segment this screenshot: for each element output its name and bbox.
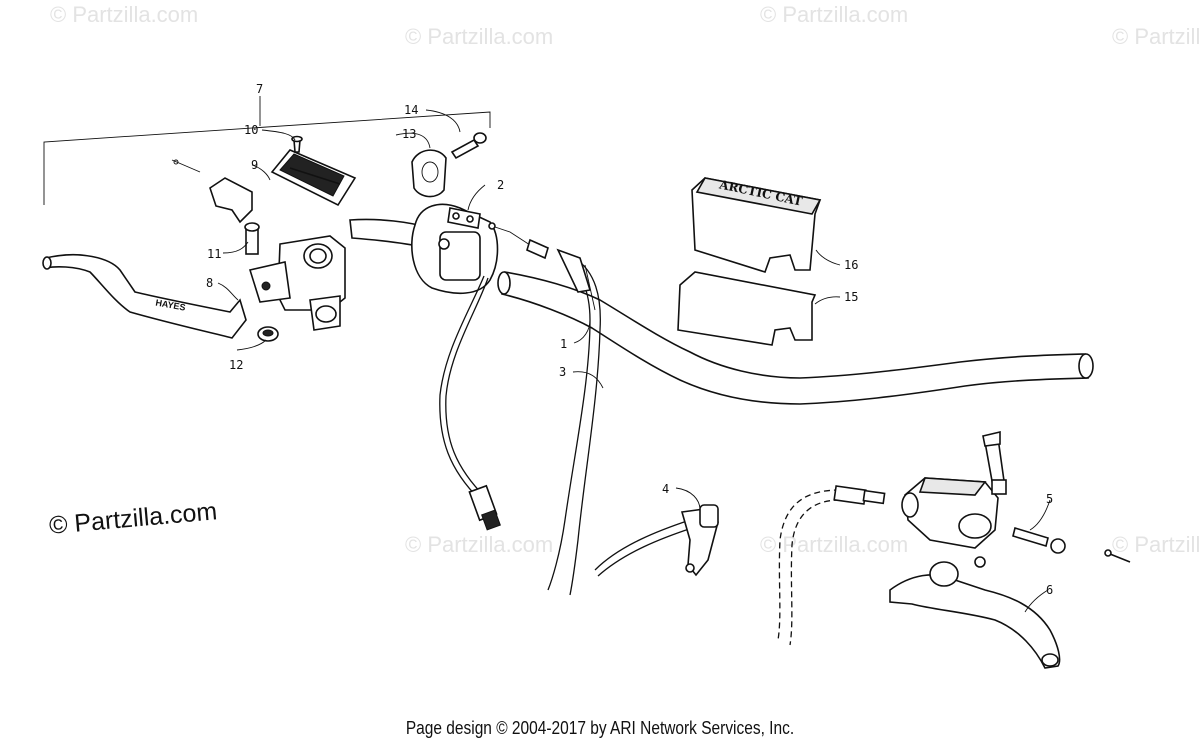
watermark: © Partzilla.com — [1112, 532, 1200, 557]
watermark: © Partzilla.com — [50, 2, 199, 27]
watermark: © Partzilla.com — [1112, 24, 1200, 49]
bolt-11 — [244, 222, 260, 255]
callout-10: 10 — [244, 123, 258, 137]
copyright-footer: Page design © 2004-2017 by ARI Network S… — [405, 718, 795, 738]
watermark: © Partzilla.com — [760, 532, 909, 557]
throttle-cable — [439, 222, 549, 531]
bolt-14 — [450, 132, 487, 160]
callout-9: 9 — [251, 158, 258, 172]
handlebar-pad-upper: ARCTIC CAT — [691, 177, 822, 273]
callout-16: 16 — [844, 258, 858, 272]
callout-7: 7 — [256, 82, 263, 96]
reservoir-cover — [270, 149, 357, 207]
brake-hose-right — [777, 485, 886, 646]
connector-part-4 — [594, 504, 719, 577]
adjuster-5 — [1012, 526, 1131, 563]
callout-12: 12 — [229, 358, 243, 372]
callout-8: 8 — [206, 276, 213, 290]
callout-11: 11 — [207, 247, 221, 261]
boot-12 — [257, 326, 279, 342]
callout-5: 5 — [1046, 492, 1053, 506]
callout-leaders — [217, 109, 1051, 613]
throttle-housing — [411, 203, 499, 295]
callout-14: 14 — [404, 103, 418, 117]
brake-lever-left: HAYES — [42, 253, 247, 339]
small-bracket — [171, 159, 253, 224]
callout-15: 15 — [844, 290, 858, 304]
handlebar-pad-lower — [677, 271, 817, 346]
brake-lever-right — [889, 556, 1061, 669]
watermark: © Partzilla.com — [760, 2, 909, 27]
master-cylinder-right — [901, 430, 1007, 549]
cables — [547, 248, 601, 596]
handlebar — [349, 218, 1094, 405]
assembly-bracket — [43, 96, 491, 205]
watermark: © Partzilla.com — [405, 24, 554, 49]
callout-6: 6 — [1046, 583, 1053, 597]
callout-13: 13 — [402, 127, 416, 141]
callout-4: 4 — [662, 482, 669, 496]
callout-2: 2 — [497, 178, 504, 192]
master-cylinder-left — [248, 235, 346, 331]
screw-10 — [291, 135, 303, 153]
callout-3: 3 — [559, 365, 566, 379]
clamp-13 — [411, 149, 447, 198]
watermark: © Partzilla.com — [405, 532, 554, 557]
callout-1: 1 — [560, 337, 567, 351]
